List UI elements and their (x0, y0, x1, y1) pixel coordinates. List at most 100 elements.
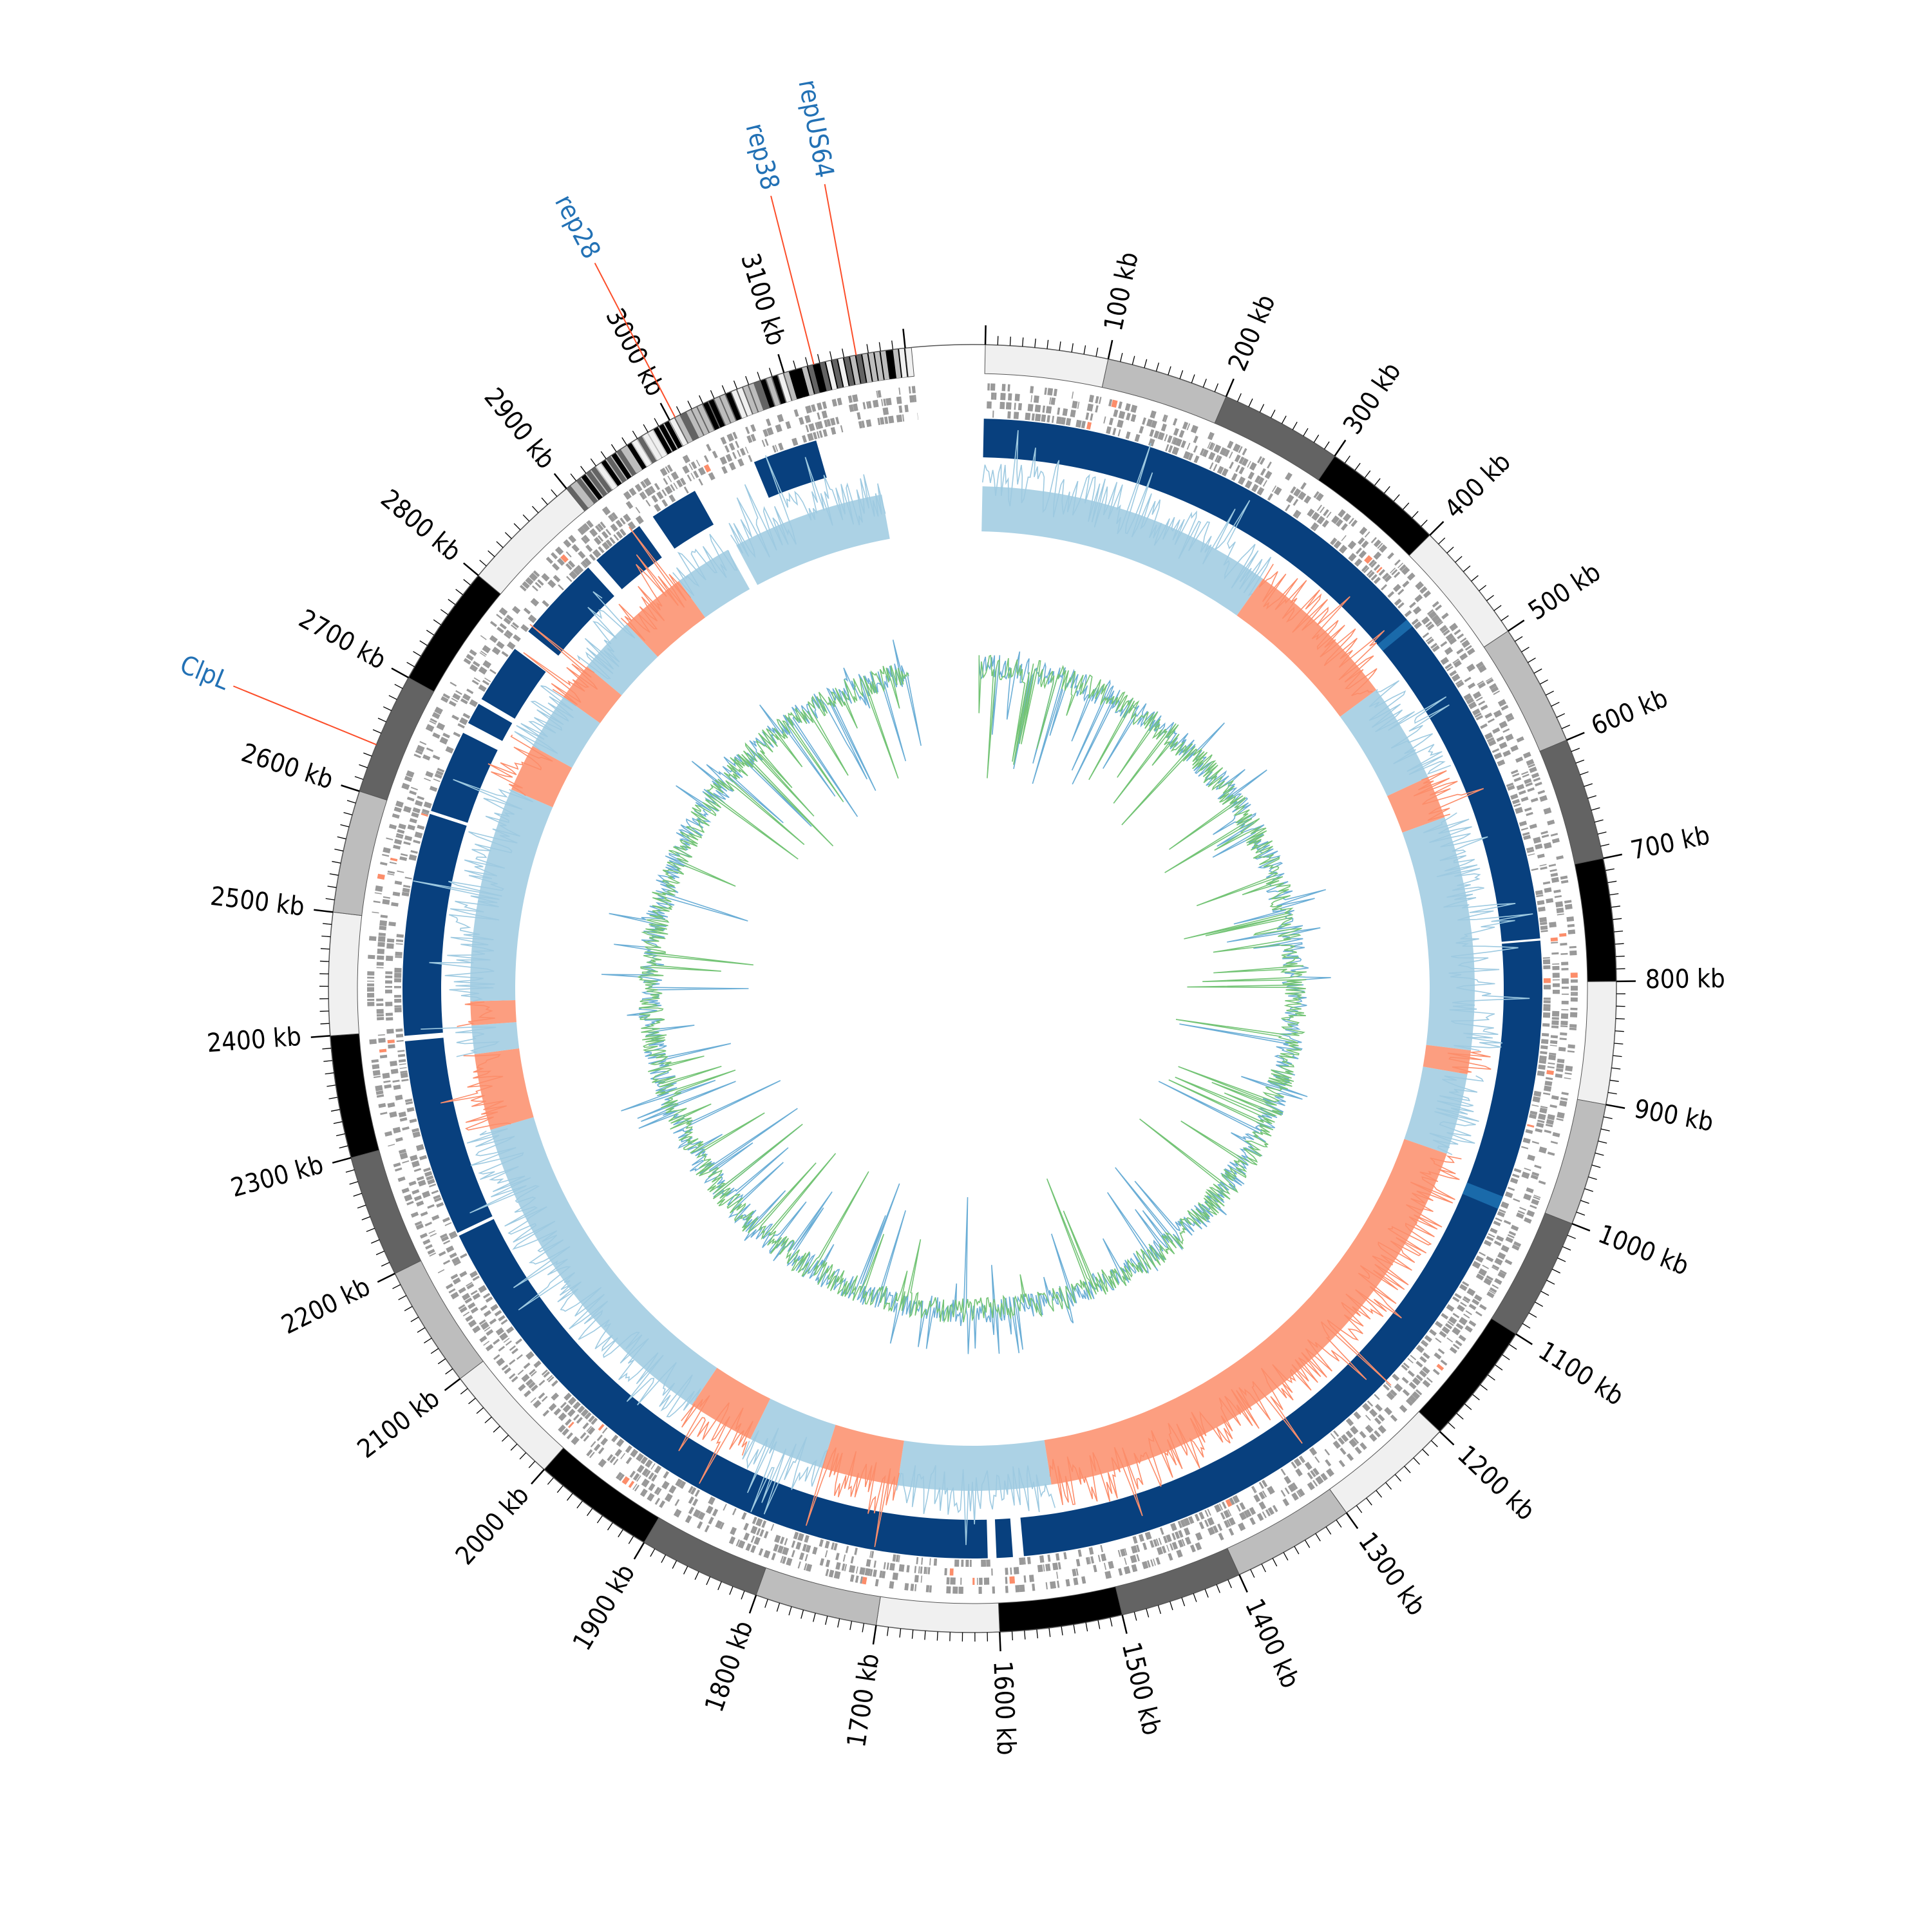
feature-block (1124, 403, 1131, 412)
feature-block (914, 1584, 917, 1591)
feature-block (368, 936, 377, 942)
feature-block (1564, 1072, 1572, 1075)
feature-block (472, 1275, 480, 1282)
minor-tick (1613, 918, 1622, 920)
feature-block (1190, 424, 1198, 434)
feature-block (1501, 1201, 1510, 1209)
feature-block (1441, 612, 1449, 620)
feature-block (1430, 643, 1437, 649)
feature-block (661, 499, 668, 507)
ideogram-stripe (754, 381, 769, 410)
feature-block (1552, 979, 1560, 981)
major-tick (553, 473, 567, 489)
feature-block (1570, 1007, 1578, 1010)
feature-block (999, 402, 1005, 410)
feature-block (1486, 1275, 1493, 1281)
feature-block (1545, 1077, 1553, 1081)
feature-block (1409, 601, 1416, 609)
feature-block (1504, 1191, 1513, 1198)
feature-block (1267, 1507, 1274, 1515)
feature-block (1088, 394, 1094, 402)
feature-block (1285, 494, 1294, 504)
feature-block (1188, 1516, 1195, 1524)
feature-block (1370, 536, 1377, 544)
feature-block (1548, 1054, 1557, 1061)
ideogram-stripe (653, 426, 672, 455)
feature-block (568, 1421, 574, 1428)
feature-block (1504, 1259, 1513, 1265)
feature-block (588, 1415, 595, 1423)
feature-block (1156, 1546, 1164, 1555)
feature-block (1280, 1490, 1286, 1497)
feature-block (1570, 992, 1578, 994)
feature-block (1267, 461, 1272, 469)
feature-block (379, 1048, 387, 1053)
minor-tick (1575, 759, 1585, 764)
minor-tick (1533, 668, 1542, 674)
feature-block (697, 1511, 706, 1520)
feature-block (837, 397, 842, 406)
scale-label: 2000 kb (450, 1481, 535, 1571)
feature-block (1539, 1055, 1547, 1061)
feature-block (427, 1204, 435, 1209)
minor-tick (332, 860, 341, 864)
feature-block (395, 1034, 404, 1038)
feature-block (1513, 1168, 1522, 1173)
feature-block (400, 853, 408, 857)
feature-block (1293, 1458, 1302, 1467)
feature-block (1552, 1132, 1560, 1138)
minor-tick (322, 923, 332, 925)
feature-block (1370, 574, 1378, 581)
feature-block (858, 421, 863, 429)
feature-block (394, 1005, 402, 1008)
feature-block (1533, 777, 1541, 782)
feature-block (1316, 504, 1322, 511)
feature-block (1526, 1209, 1535, 1217)
feature-block (1542, 957, 1550, 959)
feature-block (682, 455, 690, 464)
feature-block (453, 732, 461, 737)
feature-block (1561, 978, 1569, 984)
minor-tick (510, 1443, 518, 1451)
feature-block (1035, 413, 1041, 422)
feature-block (385, 980, 393, 984)
feature-block (501, 650, 509, 658)
feature-block (1057, 407, 1061, 415)
feature-block (892, 1572, 898, 1580)
skew-line (514, 685, 577, 754)
feature-block (1522, 752, 1531, 759)
feature-block (1488, 1233, 1495, 1238)
feature-block (1407, 1370, 1415, 1378)
major-tick (984, 325, 987, 345)
feature-block (394, 994, 402, 998)
feature-block (1561, 1092, 1569, 1095)
feature-block (1485, 677, 1493, 682)
gene-leader-line (232, 685, 377, 746)
feature-block (983, 1577, 990, 1585)
feature-block (466, 1283, 475, 1290)
feature-block (1093, 1564, 1097, 1573)
feature-block (1543, 1007, 1551, 1011)
feature-block (1497, 1271, 1506, 1279)
minor-tick (1591, 807, 1600, 811)
feature-block (841, 1563, 846, 1571)
feature-block (393, 1162, 401, 1168)
feature-block (380, 914, 388, 918)
major-tick (748, 1595, 757, 1614)
feature-block (1463, 1313, 1470, 1319)
feature-block (1086, 422, 1092, 430)
feature-block (480, 1321, 489, 1331)
feature-block (1150, 1540, 1155, 1548)
feature-block (1468, 701, 1477, 710)
feature-block (1432, 645, 1440, 652)
feature-block (367, 980, 375, 982)
feature-block (1253, 1494, 1261, 1502)
feature-block (376, 998, 384, 1001)
skew-line (421, 1027, 500, 1057)
feature-block (1118, 1567, 1123, 1576)
feature-block (1273, 486, 1282, 496)
feature-block (462, 713, 471, 719)
feature-block (1307, 1481, 1315, 1491)
feature-block (777, 1545, 784, 1554)
feature-block (529, 1368, 536, 1376)
